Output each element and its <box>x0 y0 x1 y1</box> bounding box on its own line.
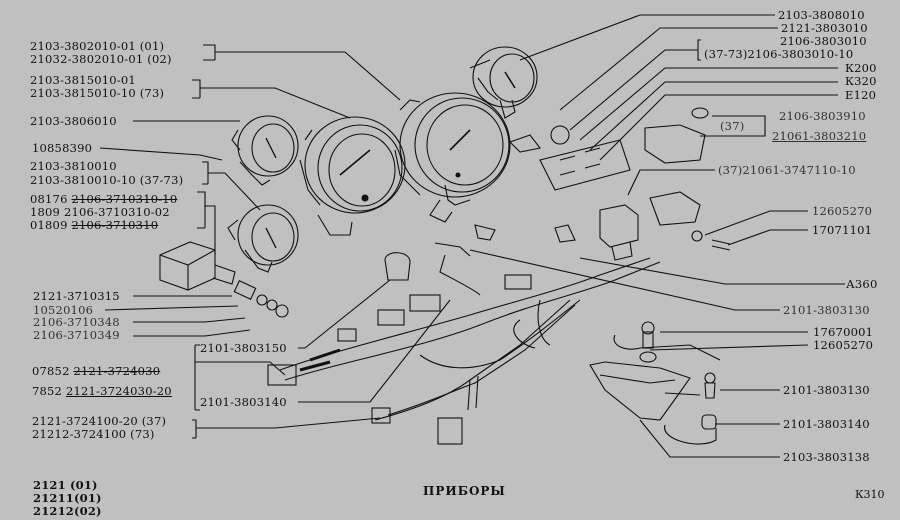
part-label: 2121-3710315 <box>33 289 120 303</box>
part-label: 2103-3815010-10 (73) <box>30 86 165 100</box>
leader-line <box>727 229 808 246</box>
part-label: 2121-3724100-20 (37) <box>32 414 167 428</box>
wiring-harness <box>267 257 661 445</box>
bracket-assembly <box>589 321 721 445</box>
leader-line <box>579 257 845 285</box>
switch-block <box>508 125 631 191</box>
leader-line <box>133 317 246 323</box>
part-code: 2106-3803010-10 <box>747 47 854 61</box>
leader-line <box>192 79 351 119</box>
part-label: 17071101 <box>812 223 873 237</box>
part-label-row: 7852 2121-3724030-20 <box>32 385 172 398</box>
part-label: 2101-3803130 <box>783 383 870 397</box>
part-label: 2101-3803140 <box>200 395 287 409</box>
part-label: К320 <box>845 74 877 88</box>
leader-line <box>203 44 401 101</box>
part-code-struck: 2106-3710310 <box>71 218 159 232</box>
part-label: (37)21061-3747110-10 <box>718 163 856 177</box>
part-label: 21212-3724100 (73) <box>32 427 155 441</box>
relay <box>554 204 639 261</box>
tachometer-gauge <box>299 116 406 236</box>
part-label: 2101-3803150 <box>200 341 287 355</box>
part-label: Е120 <box>845 88 877 102</box>
part-label: 12605270 <box>813 338 874 352</box>
leader-line <box>194 344 286 411</box>
model-label: 21211(01) <box>33 491 102 505</box>
connector-right <box>649 191 731 251</box>
part-prefix: 07852 <box>32 364 70 378</box>
model-label: 21212(02) <box>33 504 102 518</box>
part-prefix: 01809 <box>30 218 68 232</box>
part-label: 2106-3803010 <box>780 34 867 48</box>
part-label: 10858390 <box>32 141 93 155</box>
part-label: 2121-3803010 <box>781 21 868 35</box>
leader-line <box>704 210 808 236</box>
leader-line <box>639 419 780 458</box>
small-gauge-upper <box>231 115 299 186</box>
part-label: К200 <box>845 61 877 75</box>
part-prefix: 08176 <box>30 192 68 206</box>
connectors <box>337 224 532 342</box>
part-label-row: (37-73)2106-3803010-10 <box>704 48 853 61</box>
part-label: 2101-3803130 <box>783 303 870 317</box>
leader-line <box>579 67 838 141</box>
part-label: 2106-3803910 <box>779 109 866 123</box>
part-label: 2103-3806010 <box>30 114 117 128</box>
part-label: 17670001 <box>813 325 874 339</box>
part-label-row: 1809 2106-3710310-02 <box>30 206 170 219</box>
leader-line <box>700 115 766 137</box>
leader-line <box>99 147 223 161</box>
leader-line <box>197 191 216 255</box>
leader-line <box>298 299 451 403</box>
leader-line <box>192 417 381 439</box>
part-label: 2103-3810010-10 (37-73) <box>30 173 184 187</box>
leader-line <box>627 169 715 196</box>
warning-switch <box>644 107 709 164</box>
small-gauge-lower <box>227 204 299 273</box>
leader-line <box>133 329 251 337</box>
part-label-row: 08176 2106-3710310-10 <box>30 193 177 206</box>
part-label: 2103-3808010 <box>778 8 865 22</box>
leader-line <box>559 27 778 111</box>
speedometer-gauge <box>394 92 511 223</box>
part-label: 12605270 <box>812 204 873 218</box>
part-label: 21032-3802010-01 (02) <box>30 52 172 66</box>
leader-line <box>589 81 838 151</box>
part-label: 2103-3815010-01 <box>30 73 136 87</box>
part-prefix: 1809 <box>30 205 61 219</box>
leader-line <box>649 344 809 351</box>
part-label: 21061-3803210 <box>772 129 867 143</box>
leader-line <box>469 249 780 311</box>
leader-line <box>202 161 261 211</box>
part-code-struck: 2121-3724030 <box>73 364 161 378</box>
leader-line <box>298 279 391 349</box>
part-prefix: (37-73) <box>704 47 748 61</box>
part-label: 2106-3710348 <box>33 315 120 329</box>
part-label: 2103-3802010-01 (01) <box>30 39 165 53</box>
part-label: 2106-3710349 <box>33 328 120 342</box>
leader-line <box>569 39 701 131</box>
part-label: 2103-3803138 <box>783 450 870 464</box>
leader-line <box>519 14 775 61</box>
part-code: 2106-3710310-02 <box>63 205 170 219</box>
small-gauge-far <box>469 46 538 119</box>
part-label: А360 <box>846 277 878 291</box>
part-label-row: 07852 2121-3724030 <box>32 365 160 378</box>
part-label: 2103-3810010 <box>30 159 117 173</box>
part-prefix: 7852 <box>32 384 63 398</box>
part-code-underlined: 2121-3724030-20 <box>65 384 172 398</box>
leader-line <box>104 305 239 311</box>
light-switch <box>159 241 289 318</box>
part-label: 10520106 <box>33 303 94 317</box>
part-label-row: 01809 2106-3710310 <box>30 219 158 232</box>
part-label: 2101-3803140 <box>783 417 870 431</box>
diagram-title: ПРИБОРЫ <box>423 484 506 498</box>
part-code-struck: 2106-3710310-10 <box>71 192 178 206</box>
leader-line <box>599 94 838 161</box>
sheet-code: К310 <box>855 488 885 501</box>
part-tag: (37) <box>720 119 745 133</box>
model-label: 2121 (01) <box>33 478 98 492</box>
